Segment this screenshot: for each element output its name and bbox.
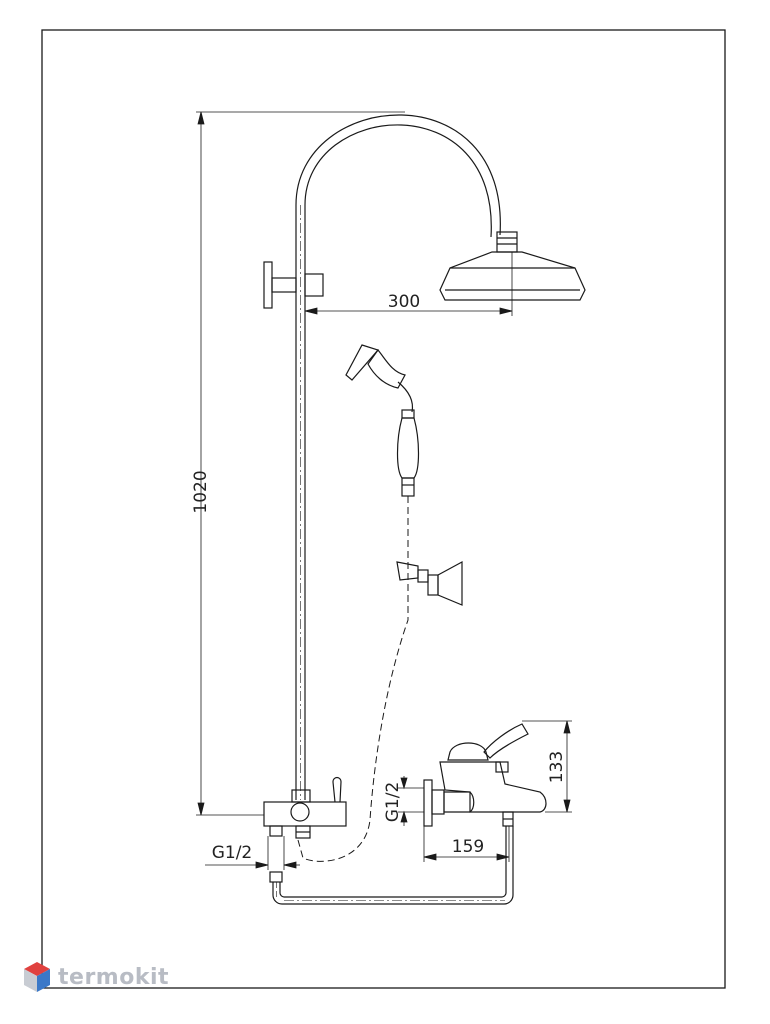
dimension-mixer-height bbox=[522, 720, 572, 813]
gooseneck-arm bbox=[295, 114, 501, 238]
dimension-head-reach bbox=[304, 252, 513, 316]
label-thread-right: G1/2 bbox=[383, 782, 403, 823]
brand-logo: termokit bbox=[22, 960, 169, 994]
hand-shower bbox=[345, 344, 420, 497]
head-shower bbox=[439, 231, 586, 301]
label-head-reach: 300 bbox=[388, 292, 420, 312]
connection-pipe bbox=[269, 826, 514, 905]
dimension-thread-left bbox=[205, 836, 300, 870]
label-mixer-depth: 159 bbox=[452, 837, 484, 857]
wall-bracket bbox=[263, 261, 324, 309]
hand-shower-holder bbox=[396, 560, 463, 606]
label-total-height: 1020 bbox=[191, 470, 211, 513]
brand-name: termokit bbox=[58, 964, 170, 990]
termokit-logo-icon bbox=[24, 962, 50, 992]
riser-pipe bbox=[295, 205, 306, 800]
diverter-block bbox=[263, 776, 347, 839]
flexible-hose bbox=[297, 496, 409, 862]
bath-mixer bbox=[423, 723, 547, 827]
dimension-total-height bbox=[196, 111, 405, 816]
dimension-thread-right bbox=[398, 776, 424, 826]
drawing-frame bbox=[41, 29, 726, 989]
label-mixer-height: 133 bbox=[547, 751, 567, 783]
label-thread-left: G1/2 bbox=[212, 843, 253, 863]
dimension-mixer-depth bbox=[423, 826, 510, 862]
